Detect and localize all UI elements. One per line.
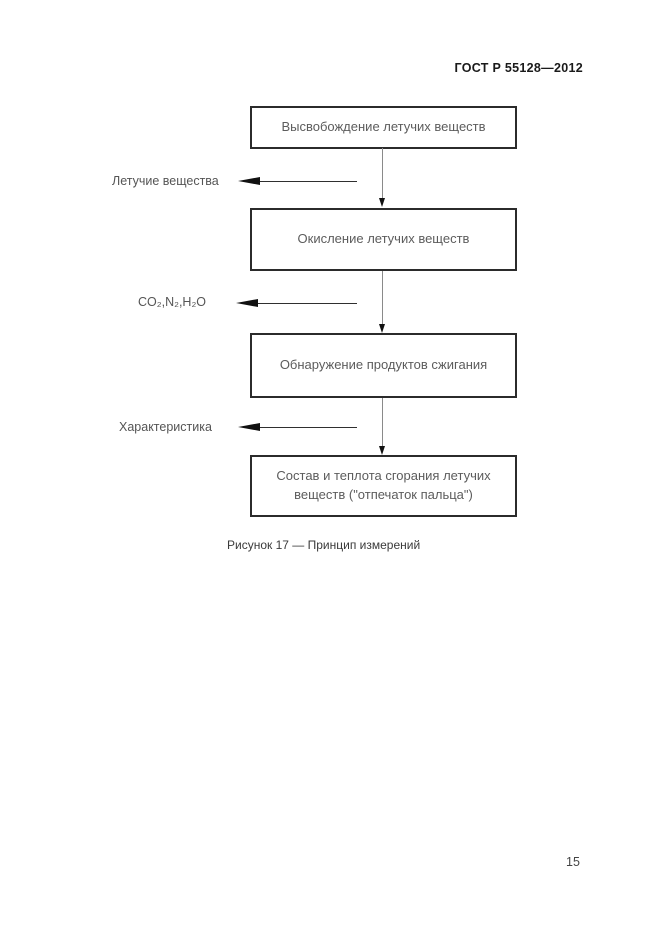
flow-box-label: Высвобождение летучих веществ (281, 119, 486, 135)
arrow-down-icon (379, 324, 385, 333)
output-line-2 (252, 303, 357, 304)
flow-box-volatiles-release: Высвобождение летучих веществ (250, 106, 517, 149)
output-line-3 (254, 427, 357, 428)
flow-box-label: Состав и теплота сгорания летучих вещест… (276, 468, 491, 502)
flow-box-composition-heat: Состав и теплота сгорания летучих вещест… (250, 455, 517, 517)
arrow-down-icon (379, 446, 385, 455)
page-number: 15 (566, 855, 580, 869)
arrow-down-icon (379, 198, 385, 207)
side-label-gases: CO₂,N₂,H₂O (138, 295, 207, 309)
doc-number-header: ГОСТ Р 55128—2012 (454, 61, 583, 75)
flow-box-volatiles-oxidation: Окисление летучих веществ (250, 208, 517, 271)
arrow-left-icon (236, 299, 258, 307)
side-label-characteristic: Характеристика (119, 420, 212, 434)
flow-box-label: Обнаружение продуктов сжигания (279, 357, 488, 373)
output-line-1 (254, 181, 357, 182)
flow-box-label: Окисление летучих веществ (297, 231, 470, 247)
arrow-left-icon (238, 177, 260, 185)
flow-box-combustion-products-detection: Обнаружение продуктов сжигания (250, 333, 517, 398)
connector-line-2 (382, 271, 383, 324)
connector-line-3 (382, 398, 383, 446)
side-label-volatiles: Летучие вещества (112, 174, 219, 188)
connector-line-1 (382, 148, 383, 198)
arrow-left-icon (238, 423, 260, 431)
figure-caption: Рисунок 17 — Принцип измерений (227, 538, 421, 552)
